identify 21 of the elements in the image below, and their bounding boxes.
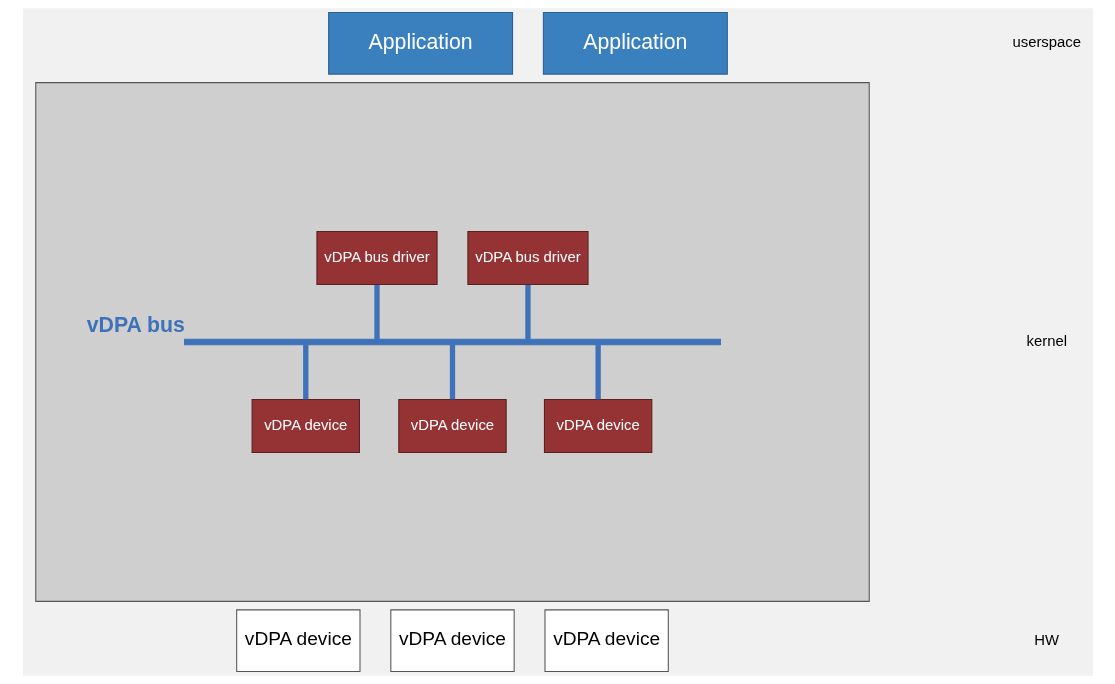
node-box: vDPA bus driver bbox=[315, 230, 438, 286]
node-box: vDPA device bbox=[251, 398, 360, 454]
node-box: Application bbox=[542, 11, 728, 75]
node-box: vDPA device bbox=[397, 398, 507, 454]
label: HW bbox=[1033, 631, 1059, 648]
node-box: vDPA device bbox=[543, 398, 652, 454]
connector bbox=[302, 344, 308, 400]
cluster bbox=[34, 82, 870, 602]
node-box: Application bbox=[327, 11, 513, 75]
node-label: vDPA bus bbox=[86, 312, 185, 337]
node-box: vDPA device bbox=[235, 609, 361, 673]
label: userspace bbox=[1011, 34, 1081, 51]
connector bbox=[373, 285, 380, 340]
connector bbox=[594, 344, 601, 400]
label: kernel bbox=[1026, 332, 1067, 349]
node-box: vDPA device bbox=[543, 609, 669, 673]
node-box: vDPA device bbox=[389, 609, 515, 673]
connector bbox=[449, 344, 455, 400]
node-box: vDPA bus driver bbox=[466, 230, 589, 286]
node-box bbox=[183, 338, 721, 346]
connector bbox=[524, 285, 531, 340]
